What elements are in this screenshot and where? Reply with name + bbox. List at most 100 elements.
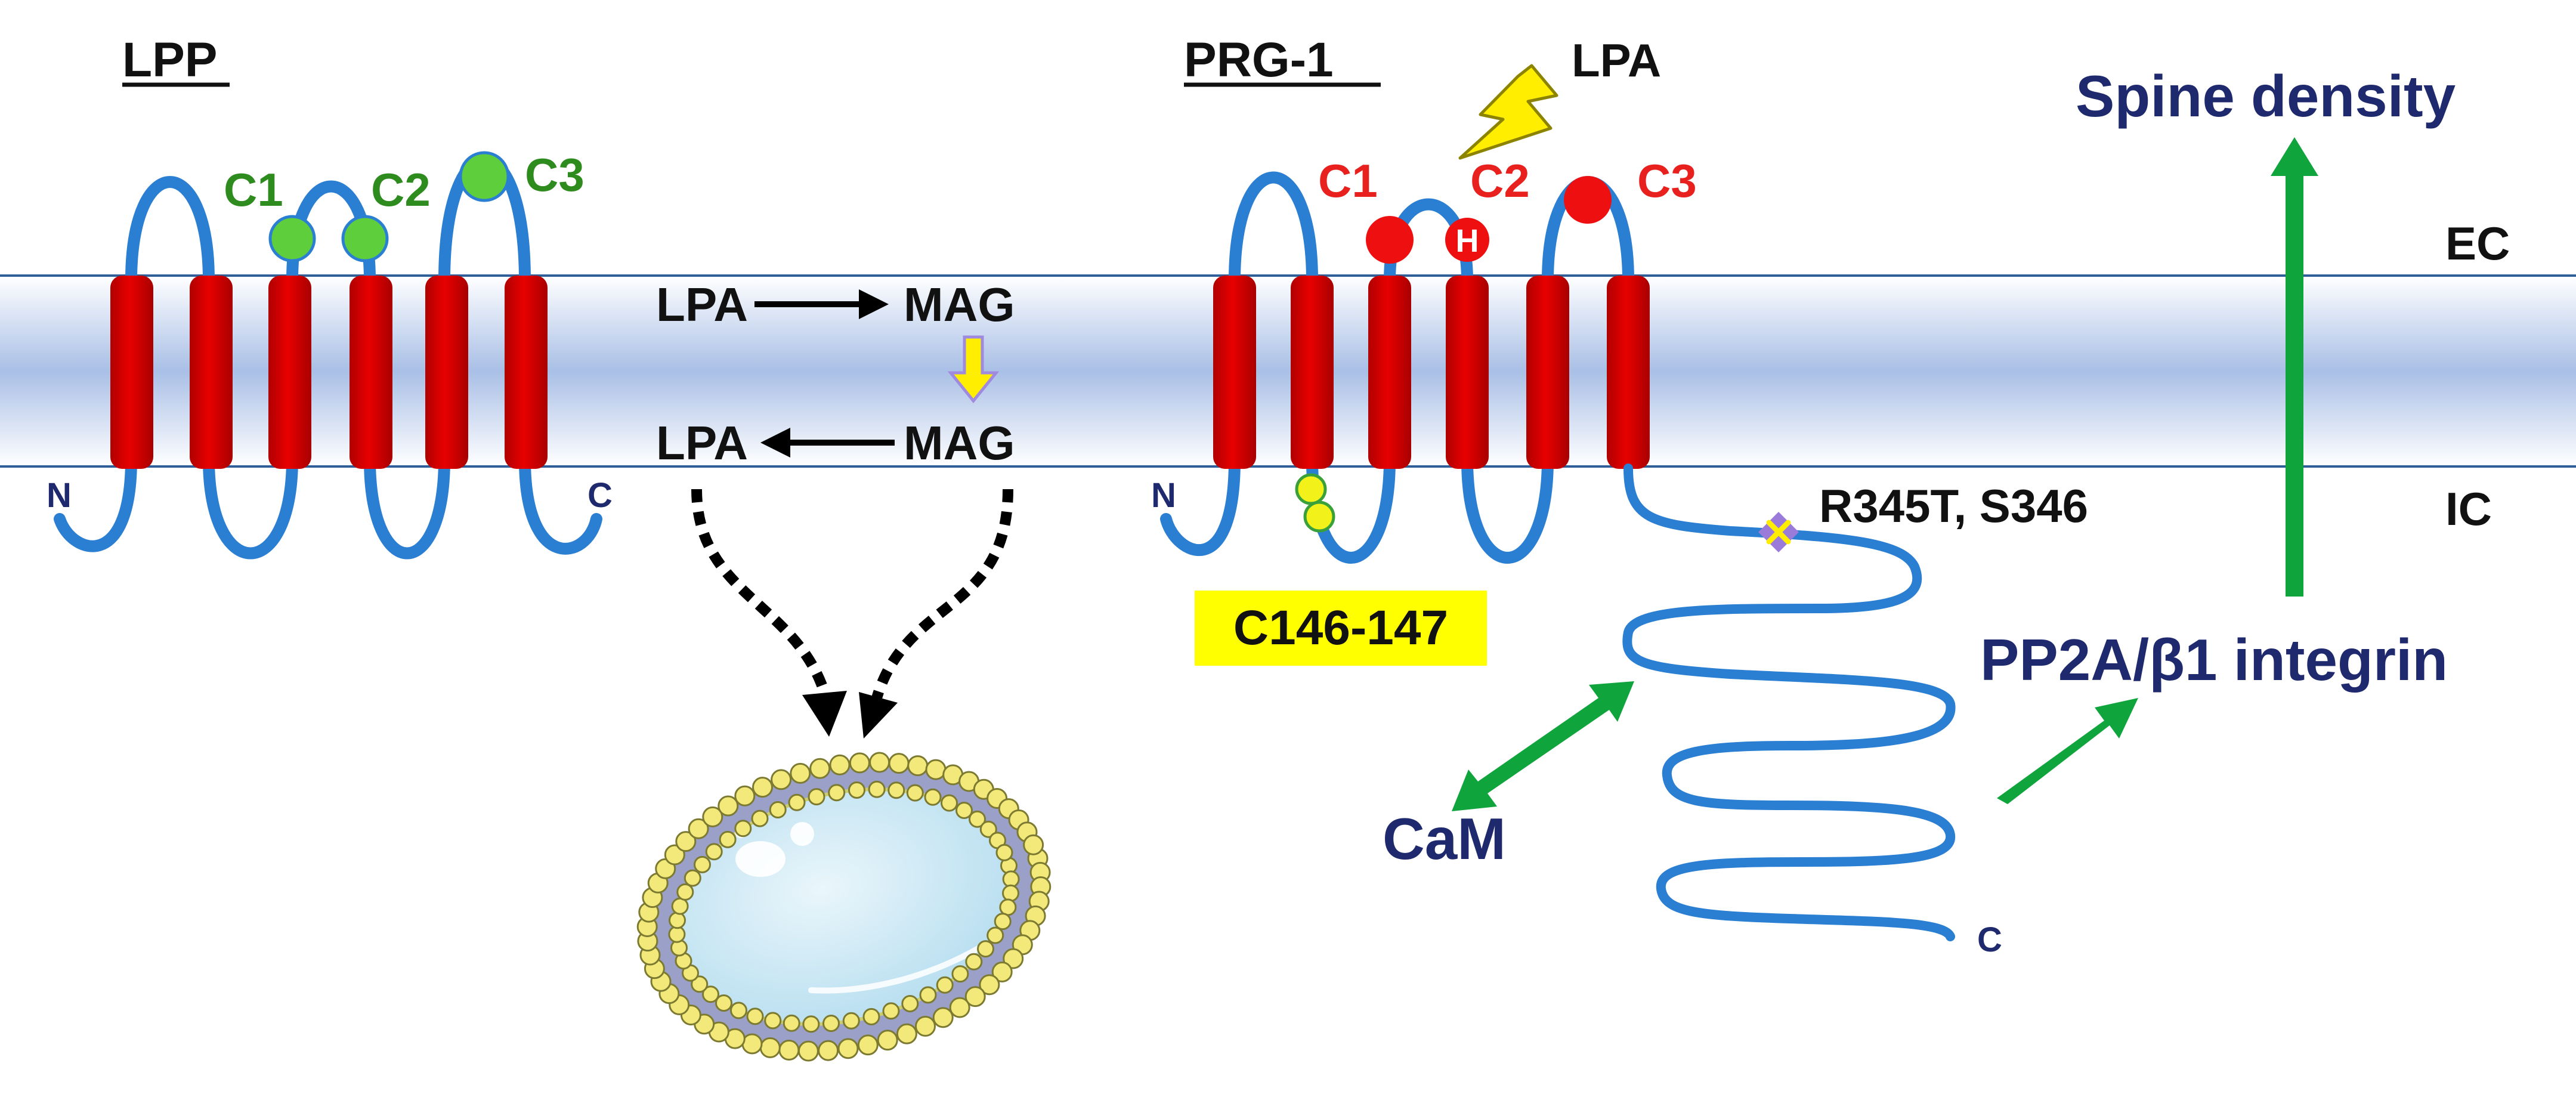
lipid-head xyxy=(887,781,905,799)
lipid-head xyxy=(941,794,958,812)
lpp-helix-4 xyxy=(350,276,392,469)
lipid-head xyxy=(802,1015,820,1033)
lipid-head xyxy=(669,911,686,929)
lipid-head xyxy=(848,781,865,799)
lipid-head xyxy=(822,1015,840,1032)
lipid-head xyxy=(869,752,890,773)
prg1-histidine-label: H xyxy=(1456,223,1479,259)
lpp-c1-site xyxy=(268,215,316,262)
spine-density-label: Spine density xyxy=(2076,63,2456,129)
prg1-loop-ec-1 xyxy=(1229,171,1318,286)
lipid-head xyxy=(694,855,711,873)
lipid-head xyxy=(771,769,792,790)
prg1-c1-site xyxy=(1366,216,1414,264)
lipid-head xyxy=(987,926,1004,944)
prg1-title: PRG-1 xyxy=(1184,33,1334,87)
lipid-head xyxy=(788,793,806,811)
lipid-head xyxy=(849,752,870,774)
prg1-helix-6 xyxy=(1607,276,1650,469)
cam-double-arrow xyxy=(1452,681,1634,811)
spine-density-up-arrow xyxy=(2271,137,2318,597)
lipid-head xyxy=(688,818,709,839)
prg1-c2-label: C2 xyxy=(1470,155,1530,207)
lpp-title: LPP xyxy=(122,33,217,87)
prg1-protein xyxy=(1160,171,1650,564)
prg1-c3-site xyxy=(1564,176,1612,224)
lipid-head xyxy=(809,758,831,779)
palmitoylation-site-2 xyxy=(1303,500,1335,533)
prg1-c3-label: C3 xyxy=(1637,155,1697,207)
lipid-head xyxy=(991,961,1013,982)
lipid-head xyxy=(783,1014,800,1032)
lipid-head xyxy=(702,806,723,827)
lpp-c3-label: C3 xyxy=(525,149,585,201)
lpa-top-label: LPA xyxy=(656,278,748,331)
lpp-protein xyxy=(54,151,602,560)
lpp-loop-ic-2 xyxy=(364,453,450,560)
lpp-c2-site xyxy=(341,215,389,262)
lipid-head xyxy=(936,976,954,994)
lipid-head xyxy=(829,754,851,775)
lipid-head xyxy=(868,780,886,798)
lipid-head xyxy=(808,788,825,806)
pp2a-arrow xyxy=(1997,698,2138,804)
pp2a-integrin-label: PP2A/β1 integrin xyxy=(1980,627,2448,693)
lipid-head xyxy=(675,831,697,852)
lipid-head xyxy=(719,830,737,848)
mutation-site-marker xyxy=(1758,512,1799,552)
lipid-head xyxy=(797,1040,819,1062)
lipid-head xyxy=(828,784,846,802)
lipid-head xyxy=(964,986,986,1008)
lipid-head xyxy=(764,1012,782,1030)
lipid-head xyxy=(919,986,937,1004)
lipid-head xyxy=(842,1012,860,1030)
prg1-loop-ic-2 xyxy=(1461,453,1554,564)
lipid-head xyxy=(715,994,732,1012)
lpp-c-tail xyxy=(519,453,602,555)
palmitoylation-site-1 xyxy=(1295,473,1327,505)
lipid-head xyxy=(664,844,685,866)
lipid-head xyxy=(979,820,997,838)
prg1-n-tail xyxy=(1160,453,1241,557)
lpp-loop-ec-1 xyxy=(125,176,215,286)
prg1-helix-5 xyxy=(1526,276,1569,469)
lipid-head xyxy=(877,1030,898,1051)
yellow-down-arrow xyxy=(947,335,1000,403)
prg1-helix-4 xyxy=(1446,276,1489,469)
lipid-head xyxy=(995,843,1013,861)
palmitoylation-label: C146-147 xyxy=(1233,601,1448,655)
lipid-head xyxy=(925,759,947,780)
lipid-head xyxy=(1003,948,1024,969)
lpp-helix-5 xyxy=(425,276,468,469)
ic-label: IC xyxy=(2445,483,2492,535)
lipid-head xyxy=(837,1038,859,1059)
palmitoylation-highlight-box xyxy=(1195,591,1487,666)
lipid-head xyxy=(734,820,752,838)
lipid-head xyxy=(888,753,910,774)
lipid-head xyxy=(955,802,973,819)
lpa-signal-label: LPA xyxy=(1572,34,1661,86)
lipid-head xyxy=(951,965,969,983)
lpp-c1-label: C1 xyxy=(224,163,283,216)
prg1-c1-label: C1 xyxy=(1318,155,1378,207)
lpa-bottom-label: LPA xyxy=(656,416,748,469)
lpp-helix-2 xyxy=(190,276,233,469)
mag-bottom-label: MAG xyxy=(904,416,1015,469)
lipid-head xyxy=(965,953,983,971)
prg1-n-terminus: N xyxy=(1151,476,1176,515)
lightning-icon xyxy=(1458,64,1558,160)
ec-label: EC xyxy=(2445,217,2510,270)
lipid-head xyxy=(778,1039,800,1061)
lipid-head xyxy=(932,1007,954,1028)
lpp-n-terminus: N xyxy=(47,476,72,515)
lipid-head xyxy=(1002,884,1019,902)
lipid-head xyxy=(759,1037,781,1058)
lipid-head xyxy=(906,784,924,802)
lpp-helix-6 xyxy=(505,276,548,469)
lipid-head xyxy=(979,974,1000,996)
lpp-c-terminus: C xyxy=(587,476,613,515)
lipid-head xyxy=(752,777,773,798)
lipid-head xyxy=(1023,834,1044,855)
lipid-head xyxy=(790,762,811,784)
lipid-head xyxy=(901,995,919,1012)
